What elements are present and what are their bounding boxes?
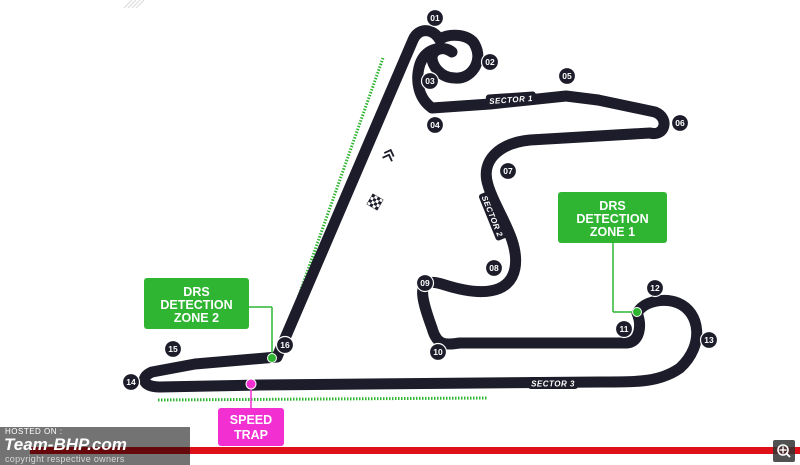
checkered-flag-icon [366, 193, 384, 211]
turn-markers: 01 02 03 04 05 06 07 08 09 10 11 12 13 14 15 16 [121, 8, 719, 392]
turn-label: 03 [425, 76, 435, 86]
turn-label: 07 [503, 166, 513, 176]
brand-logo-text: Team-BHP.com [4, 435, 127, 454]
svg-text:SECTOR 1: SECTOR 1 [489, 94, 533, 106]
turn-label: 16 [280, 340, 290, 350]
turn-label: 02 [485, 57, 495, 67]
turn-marker-15: 15 [163, 339, 183, 359]
svg-text:DRS: DRS [599, 199, 625, 213]
footer-bar [30, 447, 800, 454]
corner-hatch [123, 0, 145, 9]
turn-marker-05: 05 [557, 66, 577, 86]
watermark: HOSTED ON : Team-BHP.com copyright respe… [0, 427, 800, 465]
turn-label: 08 [489, 263, 499, 273]
svg-text:TRAP: TRAP [234, 428, 268, 442]
turn-marker-14: 14 [121, 372, 141, 392]
turn-label: 14 [126, 377, 136, 387]
svg-text:ZONE 1: ZONE 1 [590, 225, 635, 239]
svg-text:SECTOR 3: SECTOR 3 [531, 380, 575, 389]
speed-trap-box [218, 408, 284, 446]
svg-text:SPEED: SPEED [230, 413, 272, 427]
turn-label: 09 [420, 278, 430, 288]
turn-marker-06: 06 [670, 113, 690, 133]
turn-label: 01 [430, 13, 440, 23]
speed-trap-point [245, 378, 257, 390]
turn-marker-07: 07 [498, 161, 518, 181]
drs-detection-zone-2: DRS DETECTION ZONE 2 [144, 278, 277, 363]
svg-text:DETECTION: DETECTION [160, 298, 232, 312]
drs-detection-point-2 [267, 353, 277, 363]
drs-detection-point-1 [632, 307, 642, 317]
turn-marker-09: 09 [415, 273, 435, 293]
turn-label: 10 [433, 347, 443, 357]
turn-label: 15 [168, 344, 178, 354]
sector-label-3: SECTOR 3 [528, 377, 578, 389]
drs-detection-zone-1: DRS DETECTION ZONE 1 [558, 192, 667, 317]
turn-label: 11 [620, 324, 629, 334]
svg-text:ZONE 2: ZONE 2 [174, 311, 219, 325]
hosted-on-label: HOSTED ON : [5, 427, 63, 436]
turn-marker-08: 08 [484, 258, 504, 278]
turn-label: 06 [675, 118, 685, 128]
turn-label: 05 [562, 71, 572, 81]
turn-label: 04 [430, 120, 440, 130]
turn-marker-01: 01 [425, 8, 445, 28]
chevrons-icon [382, 148, 395, 162]
turn-marker-12: 12 [645, 278, 665, 298]
copyright-text: copyright respective owners [5, 454, 125, 464]
svg-text:DETECTION: DETECTION [576, 212, 648, 226]
turn-label: 13 [704, 335, 714, 345]
svg-text:DRS: DRS [183, 285, 209, 299]
turn-marker-13: 13 [699, 330, 719, 350]
turn-marker-11: 11 [614, 319, 634, 339]
speed-trap: SPEED TRAP [218, 378, 284, 446]
sector-label-1: SECTOR 1 [485, 91, 537, 107]
turn-marker-10: 10 [428, 342, 448, 362]
zoom-icon[interactable] [773, 440, 795, 462]
turn-marker-02: 02 [480, 52, 500, 72]
turn-marker-03: 03 [420, 71, 440, 91]
turn-label: 12 [650, 283, 660, 293]
turn-marker-04: 04 [425, 115, 445, 135]
turn-marker-16: 16 [275, 335, 295, 355]
drs-activation-zone-main [296, 57, 385, 299]
drs-detection-box-1 [558, 192, 667, 243]
drs-detection-box-2 [144, 278, 249, 329]
drs-activation-zone-back [157, 396, 488, 402]
